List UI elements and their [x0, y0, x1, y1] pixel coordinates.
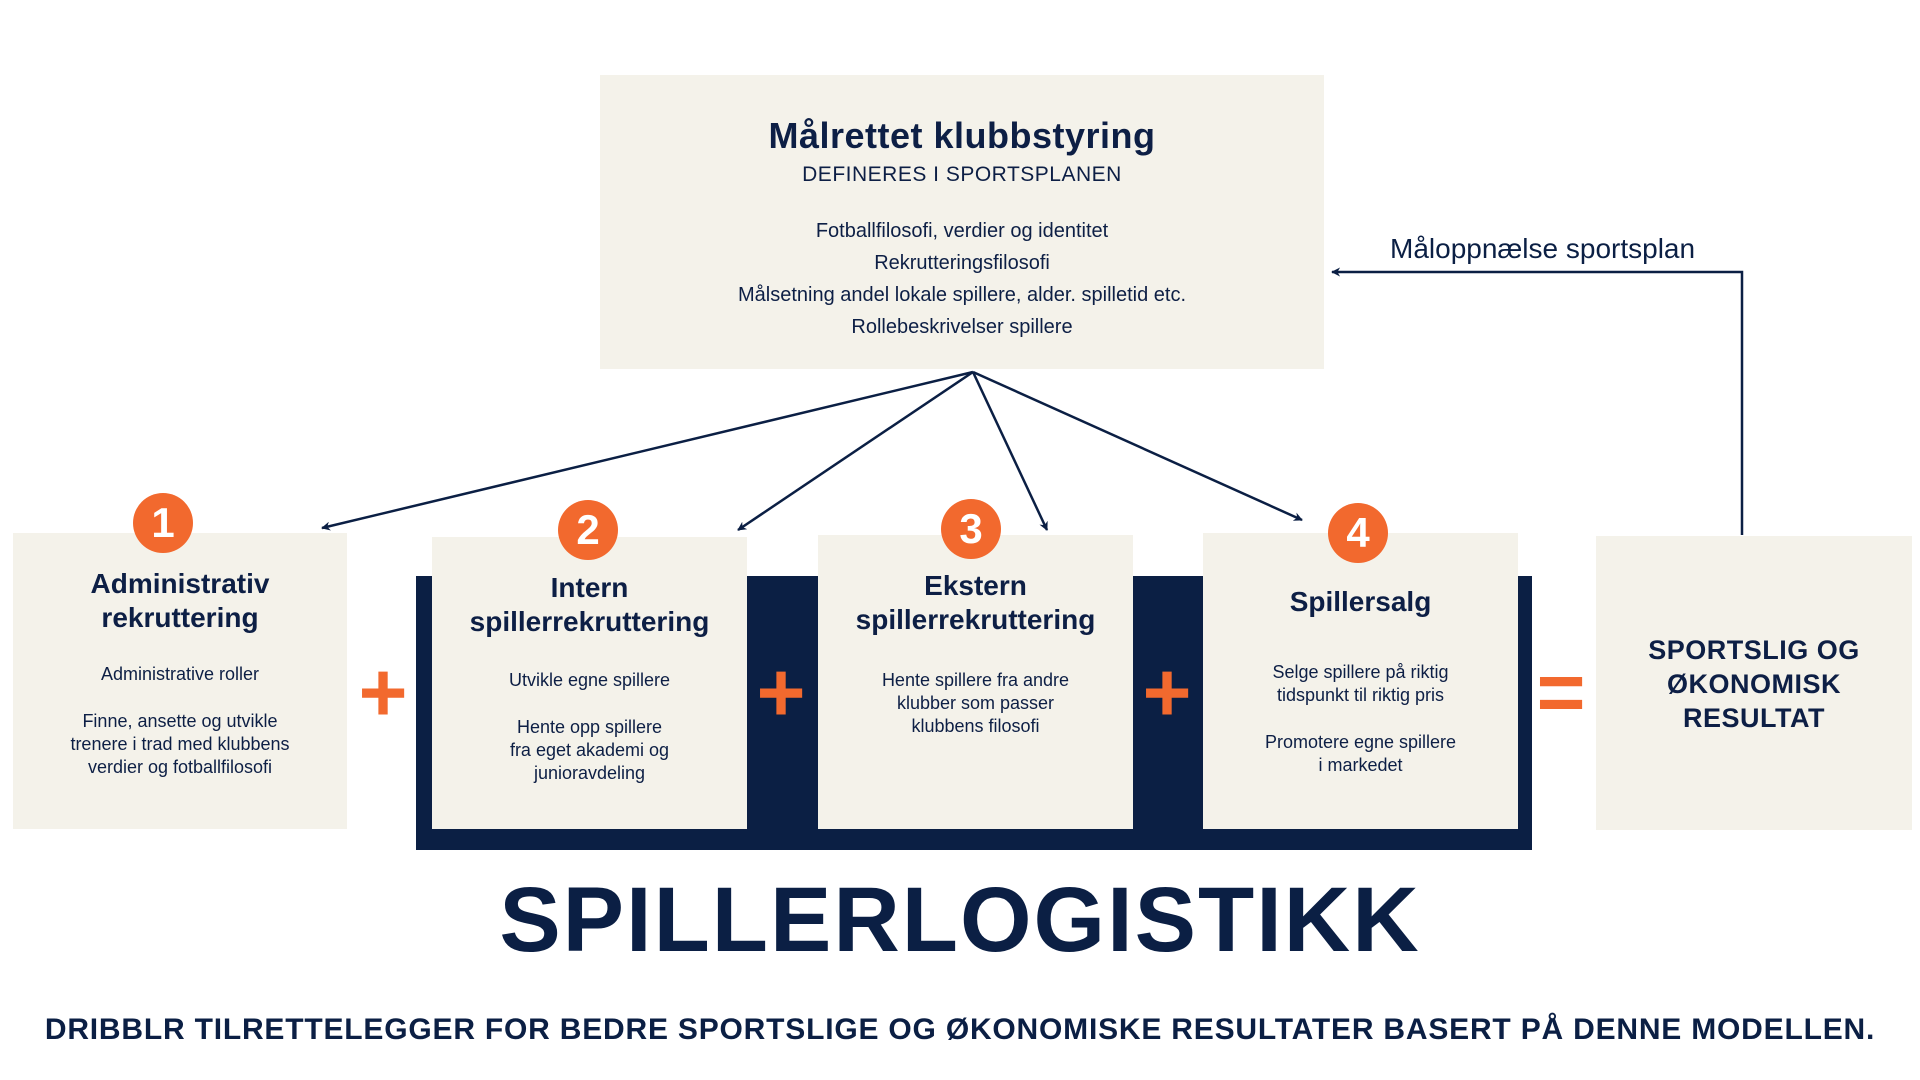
top-box-line: Målsetning andel lokale spillere, alder.… [737, 284, 1187, 306]
main-title: SPILLERLOGISTIKK [499, 869, 1421, 971]
step-badge-1: 1 [133, 493, 193, 553]
plus-operator-3: + [1142, 645, 1192, 739]
card-title: Spillersalg [1289, 586, 1432, 617]
arrow-to-card-2 [737, 370, 974, 532]
plus-operator-1: + [358, 645, 408, 739]
step-badge-2: 2 [558, 500, 618, 560]
result-text: SPORTSLIG OG ØKONOMISK RESULTAT [1648, 635, 1860, 733]
card-title: Intern spillerrekruttering [469, 572, 710, 637]
card-title: Ekstern spillerrekruttering [855, 570, 1096, 635]
step-badge-4: 4 [1328, 503, 1388, 563]
result-box: SPORTSLIG OG ØKONOMISK RESULTAT [1596, 536, 1912, 830]
arrow-to-card-3 [971, 371, 1049, 531]
top-box-lines: Fotballfilosofi, verdier og identitet Re… [600, 215, 1324, 343]
top-box-line: Rollebeskrivelser spillere [851, 316, 1073, 338]
top-box-club-governance: Målrettet klubbstyring DEFINERES I SPORT… [600, 75, 1324, 369]
arrow-to-card-4 [972, 370, 1303, 522]
tagline: DRIBBLR TILRETTELEGGER FOR BEDRE SPORTSL… [44, 1013, 1876, 1046]
step-badge-3: 3 [941, 499, 1001, 559]
top-box-line: Rekrutteringsfilosofi [874, 252, 1050, 274]
arrow-to-card-1 [321, 370, 974, 531]
top-box-line: Fotballfilosofi, verdier og identitet [815, 220, 1109, 242]
card-body: Hente spillere fra andre klubber som pas… [881, 670, 1070, 736]
card-internal-recruitment: Intern spillerrekruttering Utvikle egne … [432, 537, 747, 829]
top-box-subtitle: DEFINERES I SPORTSPLANEN [802, 163, 1122, 186]
equals-operator: = [1536, 645, 1586, 739]
card-body: Selge spillere på riktig tidspunkt til r… [1264, 662, 1457, 775]
card-title: Administrativ rekruttering [90, 568, 270, 633]
feedback-arrow [1331, 267, 1744, 535]
card-external-recruitment: Ekstern spillerrekruttering Hente spille… [818, 535, 1133, 829]
card-administrative-recruitment: Administrativ rekruttering Administrativ… [13, 533, 347, 829]
feedback-label: Måloppnælse sportsplan [1390, 233, 1696, 264]
plus-operator-2: + [756, 645, 806, 739]
card-body: Administrative roller Finne, ansette og … [70, 664, 290, 777]
top-box-title: Målrettet klubbstyring [768, 115, 1156, 156]
card-body: Utvikle egne spillere Hente opp spillere… [508, 670, 671, 783]
card-player-sales: Spillersalg Selge spillere på riktig tid… [1203, 533, 1518, 829]
